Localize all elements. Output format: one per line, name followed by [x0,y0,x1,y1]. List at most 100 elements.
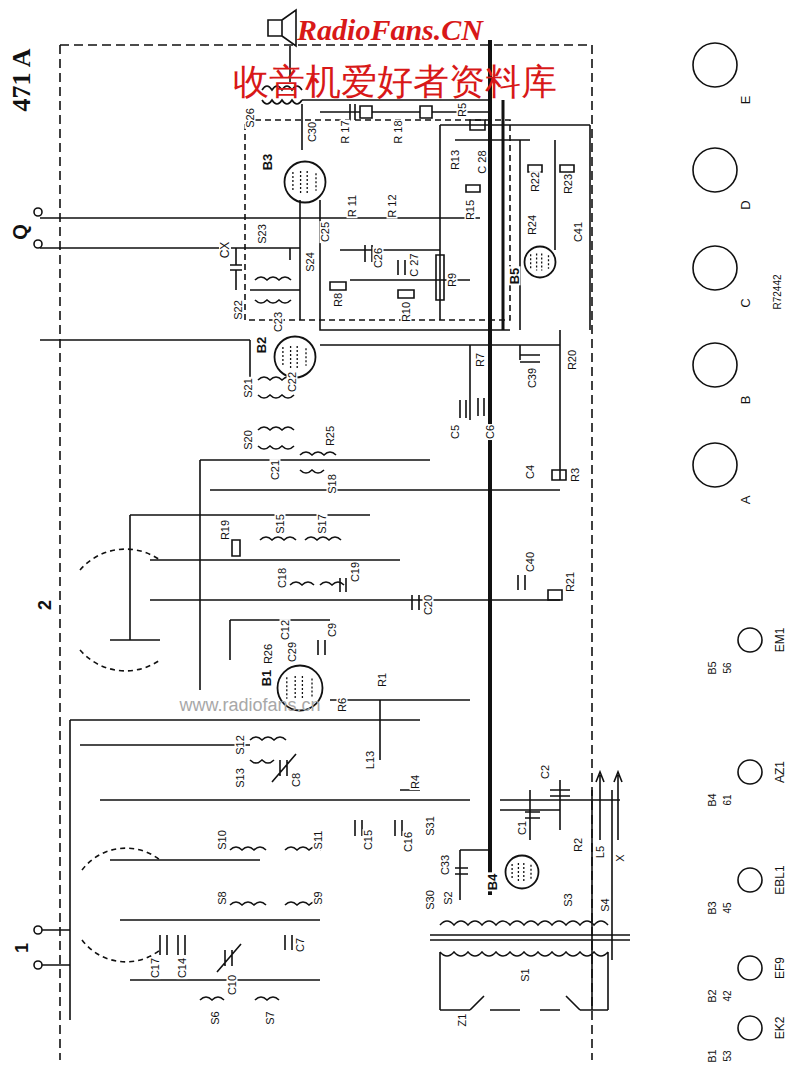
component-label: C4 [525,464,536,480]
component-label: B1 [707,1048,718,1063]
component-label: R15 [465,199,476,221]
power-transformer [430,921,630,1010]
terminal-symbol [34,208,70,969]
component-label: C33 [440,854,451,876]
component-label: A [739,495,752,506]
tube-outline [525,247,556,278]
tube-symbol [283,160,327,204]
component-label: EF9 [774,956,786,980]
wire [70,700,470,1020]
component-label: C 27 [409,252,420,277]
component-label: B [739,395,752,406]
mains-switch [470,996,580,1010]
component-label: C 28 [477,149,488,174]
component-label: S31 [425,815,436,837]
tube-envelope: B5 [523,245,557,279]
component-label: R22 [530,171,541,193]
supply-bus [502,100,505,330]
component-label: S4 [600,897,611,912]
component-label: S9 [313,890,324,905]
component-label: S12 [235,734,246,756]
speaker-symbol [268,10,296,46]
component-label: C19 [350,561,361,583]
component-label: R 12 [387,193,398,218]
tube-symbol [504,854,540,890]
tube-label: B5 [508,267,521,286]
watermark: 收音机爱好者资料库 [232,64,558,100]
component-label: 45 [723,901,733,914]
component-label: R20 [567,349,578,371]
component-label: R5 [457,102,468,118]
component-label: C5 [450,424,461,440]
component-label: C17 [150,957,161,979]
component-label: S23 [257,223,268,245]
component-label: R6 [337,697,348,713]
component-label: E [739,95,752,106]
component-label: S18 [327,473,338,495]
component-label: S3 [563,892,574,907]
component-label: S6 [210,1010,221,1025]
component-label: B5 [707,660,718,675]
terminal-label: Q [10,223,30,241]
component-label: S30 [425,889,436,911]
component-label: AZ1 [774,760,786,784]
component-label: EK2 [774,1016,786,1041]
component-label: C26 [373,247,384,269]
wire [40,330,560,480]
coil-socket [693,43,737,487]
component-label: S13 [235,767,246,789]
tube-label: B2 [255,336,268,355]
component-label: C2 [540,764,551,780]
component-label: C39 [527,367,538,389]
component-label: B3 [707,900,718,915]
component-label: S20 [243,429,254,451]
tube-outline [285,162,326,203]
variable-capacitor [217,754,296,972]
capacitor-symbol [230,245,405,290]
component-label: EM1 [774,627,786,654]
component-label: C18 [277,567,288,589]
component-label: C15 [363,829,374,851]
component-label: L5 [595,845,606,859]
component-label: R21 [565,571,576,593]
component-label: R19 [220,519,231,541]
component-label: C21 [270,459,281,481]
component-label: B2 [707,988,718,1003]
component-label: S10 [217,829,228,851]
component-label: 61 [723,793,733,806]
component-label: S24 [305,251,316,273]
coil-symbol [200,737,321,1000]
component-label: R8 [333,292,344,308]
component-label: C22 [287,371,298,393]
capacitor-symbol [160,820,402,955]
tube-electrodes [531,254,549,271]
component-label: R4 [410,774,421,790]
component-label: R23 [563,173,574,195]
chassis-outline [60,45,592,1060]
component-label: S21 [243,377,254,399]
component-label: C [739,297,752,308]
component-label: CX [219,241,231,260]
capacitor-symbol [460,355,540,418]
tube-envelope: B3 [283,160,327,204]
component-label: R7 [475,352,486,368]
tube-electrodes [512,863,531,881]
component-label: C6 [485,424,496,440]
terminal-label: 2 [36,599,54,611]
component-label: R72442 [773,273,783,310]
tube-outline [506,856,539,889]
tube-label: B3 [261,153,274,172]
component-label: C20 [423,594,434,616]
terminal-label: 1 [13,942,31,954]
resistor-symbol [466,120,574,192]
component-label: R2 [573,837,584,853]
component-label: S1 [520,967,531,982]
capacitor-symbol [318,575,525,655]
component-label: S15 [275,513,286,535]
component-label: R26 [263,643,274,665]
tube-envelope: B4 [504,854,540,890]
supply-bus [488,40,492,895]
component-label: 42 [723,989,733,1002]
component-label: C14 [177,957,188,979]
